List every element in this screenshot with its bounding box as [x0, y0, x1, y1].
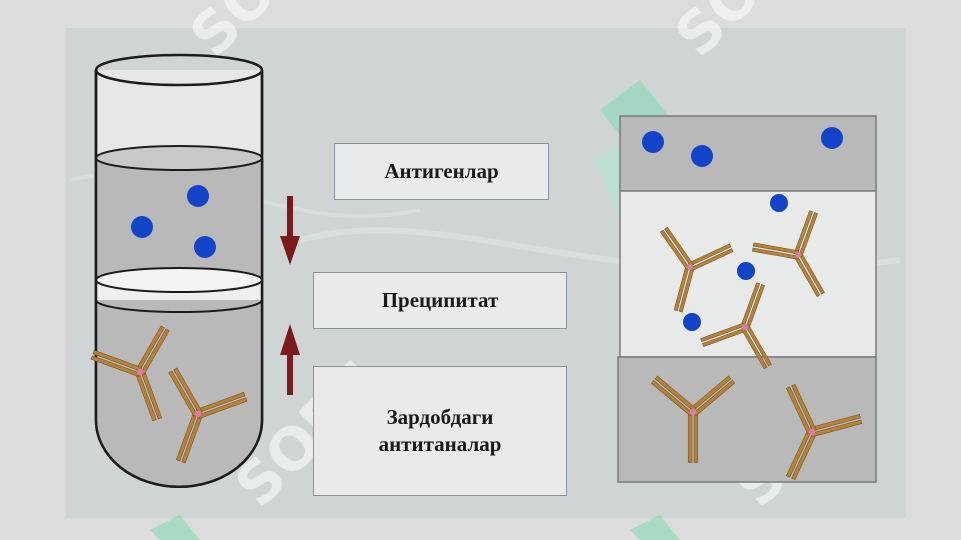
antigen-layer [619, 115, 877, 192]
antigen-icon [737, 262, 755, 280]
precipitate-label-box: Преципитат [313, 272, 567, 329]
antibodies-label-line2: антитаналар [378, 432, 502, 456]
antigen-icon [691, 145, 713, 167]
zoom-illustration [617, 115, 877, 495]
antigens-label: Антигенлар [384, 158, 499, 183]
antigen-icon [683, 313, 701, 331]
precipitate-top [95, 267, 263, 293]
precipitate-bottom [95, 299, 263, 313]
upper-liquid-surface [95, 145, 263, 171]
antigen-icon [821, 127, 843, 149]
antigen-icon [194, 236, 216, 258]
antibody-layer [617, 356, 877, 483]
antigen-solution [96, 158, 262, 280]
antigens-label-box: Антигенлар [334, 143, 549, 200]
antigen-icon [131, 216, 153, 238]
antibodies-label-line1: Зардобдаги [386, 404, 494, 429]
serum-layer [96, 300, 262, 487]
antigen-icon [187, 185, 209, 207]
precipitate-lattice [642, 194, 854, 371]
antigen-icon [770, 194, 788, 212]
arrow-down-icon [280, 196, 300, 265]
arrow-up-icon [280, 324, 300, 395]
precipitate-label: Преципитат [381, 287, 499, 312]
test-tube [89, 53, 264, 488]
antigen-icon [642, 131, 664, 153]
antibodies-label-box: Зардобдаги антитаналар [313, 366, 567, 496]
